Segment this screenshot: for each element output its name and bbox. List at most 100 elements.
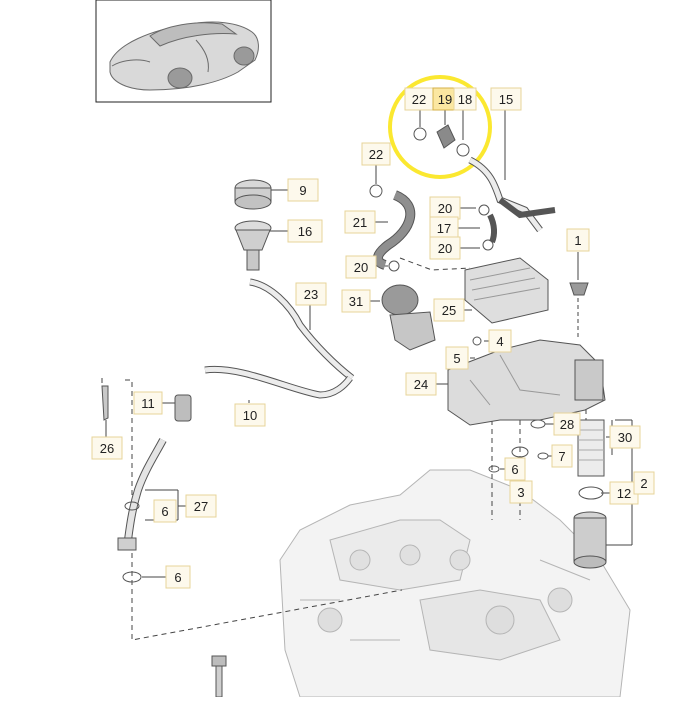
callout-5-text: 5 (453, 351, 460, 366)
part-20b-clamp (482, 239, 494, 251)
callout-11-text: 11 (141, 396, 155, 411)
part-6-ring-center (488, 465, 500, 473)
callout-19[interactable]: 19 (432, 87, 458, 111)
callout-7[interactable]: 7 (551, 444, 573, 468)
callout-18[interactable]: 18 (453, 87, 477, 111)
callout-20-a-text: 20 (438, 201, 452, 216)
part-17-hose (487, 213, 498, 244)
callout-2-text: 2 (640, 476, 647, 491)
callout-22-mid-text: 22 (369, 147, 383, 162)
part-31-thermostat (381, 284, 436, 351)
callout-31-text: 31 (349, 294, 363, 309)
callout-15[interactable]: 15 (490, 87, 522, 111)
callout-12[interactable]: 12 (609, 481, 639, 505)
callout-22-top-text: 22 (412, 92, 426, 107)
callout-28-text: 28 (560, 417, 574, 432)
callout-22-mid[interactable]: 22 (361, 142, 391, 166)
part-26-clip (101, 385, 109, 421)
callout-10[interactable]: 10 (234, 403, 266, 427)
callout-20-c[interactable]: 20 (345, 255, 377, 279)
callout-20-c-text: 20 (354, 260, 368, 275)
callout-6-center[interactable]: 6 (504, 457, 526, 481)
callout-16-text: 16 (298, 224, 312, 239)
part-4-ring (472, 336, 482, 346)
part-1-sensor (569, 282, 589, 296)
part-20c-clamp (388, 260, 400, 272)
callout-labels: 9 16 23 11 10 26 27 6 6 22 19 18 15 22 2… (91, 87, 655, 589)
callout-20-b-text: 20 (438, 241, 452, 256)
parts (101, 124, 607, 698)
callout-31[interactable]: 31 (341, 289, 371, 313)
callout-6-left-text: 6 (161, 504, 168, 519)
callout-17-text: 17 (437, 221, 451, 236)
callout-6-lower-text: 6 (174, 570, 181, 585)
part-tube-base (117, 537, 137, 551)
callout-12-text: 12 (617, 486, 631, 501)
part-24-oil-filter-housing (447, 339, 606, 426)
callout-1-text: 1 (574, 233, 581, 248)
callout-3[interactable]: 3 (509, 480, 533, 504)
callout-26-text: 26 (100, 441, 114, 456)
callout-24-text: 24 (414, 377, 428, 392)
part-6-ring-lower-left (122, 571, 142, 583)
callout-11[interactable]: 11 (133, 391, 163, 415)
callout-30[interactable]: 30 (609, 425, 641, 449)
callout-9[interactable]: 9 (287, 178, 319, 202)
callout-16[interactable]: 16 (287, 219, 323, 243)
part-16-filler-neck (234, 220, 272, 271)
part-filter-cap (573, 511, 607, 569)
part-25-oil-cooler (464, 257, 549, 324)
part-bolt (211, 655, 227, 698)
part-3-ring (511, 446, 529, 458)
part-20a-clamp (478, 204, 490, 216)
part-19-connector (436, 124, 456, 149)
engine-block (279, 469, 631, 698)
callout-7-text: 7 (558, 449, 565, 464)
callout-20-b[interactable]: 20 (429, 236, 461, 260)
callout-17[interactable]: 17 (429, 216, 459, 240)
callout-2[interactable]: 2 (633, 471, 655, 495)
callout-3-text: 3 (517, 485, 524, 500)
part-6-ring-left (124, 501, 140, 511)
callout-23-text: 23 (304, 287, 318, 302)
part-7-ring (537, 452, 549, 460)
callout-4[interactable]: 4 (488, 329, 512, 353)
part-28-ring (530, 419, 546, 429)
part-22b-clamp (369, 184, 383, 198)
highlight-ring (388, 75, 492, 179)
part-30-filter (577, 419, 605, 477)
callout-30-text: 30 (618, 430, 632, 445)
callout-18-text: 18 (458, 92, 472, 107)
callout-21[interactable]: 21 (344, 210, 376, 234)
part-22-clamp (413, 127, 427, 141)
callout-22-top[interactable]: 22 (404, 87, 434, 111)
callout-5[interactable]: 5 (445, 346, 469, 370)
callout-27[interactable]: 27 (185, 494, 217, 518)
vehicle-thumbnail (95, 0, 272, 103)
callout-4-text: 4 (496, 334, 503, 349)
callout-23[interactable]: 23 (295, 282, 327, 306)
callout-24[interactable]: 24 (405, 372, 437, 396)
callout-25[interactable]: 25 (433, 298, 465, 322)
callout-10-text: 10 (243, 408, 257, 423)
callout-6-lower[interactable]: 6 (165, 565, 191, 589)
callout-28[interactable]: 28 (553, 412, 581, 436)
part-11-sleeve (174, 394, 192, 422)
callout-26[interactable]: 26 (91, 436, 123, 460)
callout-27-text: 27 (194, 499, 208, 514)
callout-21-text: 21 (353, 215, 367, 230)
callout-6-center-text: 6 (511, 462, 518, 477)
part-12-ring (578, 486, 604, 500)
callout-15-text: 15 (499, 92, 513, 107)
callout-9-text: 9 (299, 183, 306, 198)
callout-19-text: 19 (438, 92, 452, 107)
callout-20-a[interactable]: 20 (429, 196, 461, 220)
callout-1[interactable]: 1 (566, 228, 590, 252)
part-18-clamp (456, 143, 470, 157)
callout-25-text: 25 (442, 303, 456, 318)
part-9-cap (234, 179, 272, 210)
callout-6-left[interactable]: 6 (153, 499, 177, 523)
car-illustration (109, 21, 259, 91)
